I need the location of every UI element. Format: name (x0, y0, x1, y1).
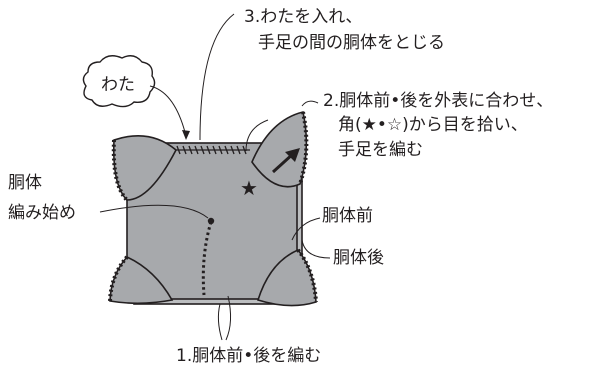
star-marker: ★ (240, 176, 258, 200)
start-line2: 編み始め (8, 203, 76, 223)
step3-line2: 手足の間の胴体をとじる (258, 33, 445, 53)
knitting-start-line (201, 217, 215, 296)
leader-step2 (245, 100, 319, 152)
limb-bottom-left (108, 255, 174, 305)
limb-top-right (251, 111, 309, 188)
body-back-label: 胴体後 (333, 248, 384, 268)
leader-step1 (217, 295, 232, 341)
step2-line1: 2.胴体前•後を外表に合わせ、 (323, 91, 553, 111)
body-front-label: 胴体前 (322, 206, 373, 226)
step2-line2: 角(★•☆)から目を拾い、 (338, 115, 528, 135)
top-seam-stitches (176, 145, 250, 155)
step1-label: 1.胴体前•後を編む (176, 346, 321, 366)
step3-line1: 3.わたを入れ、 (244, 7, 362, 27)
limb-top-left (111, 134, 178, 202)
leader-cloud (149, 85, 187, 137)
limb-bottom-right (256, 248, 318, 307)
start-line1: 胴体 (8, 173, 42, 193)
direction-arrow (271, 148, 300, 174)
wata-cloud-icon (82, 55, 156, 108)
cloud-label: わた (101, 75, 135, 95)
step2-line3: 手足を編む (338, 140, 423, 160)
leader-body-back (301, 239, 331, 259)
leader-step3 (199, 13, 235, 141)
leader-body-front (291, 217, 321, 241)
leader-start (99, 204, 209, 219)
